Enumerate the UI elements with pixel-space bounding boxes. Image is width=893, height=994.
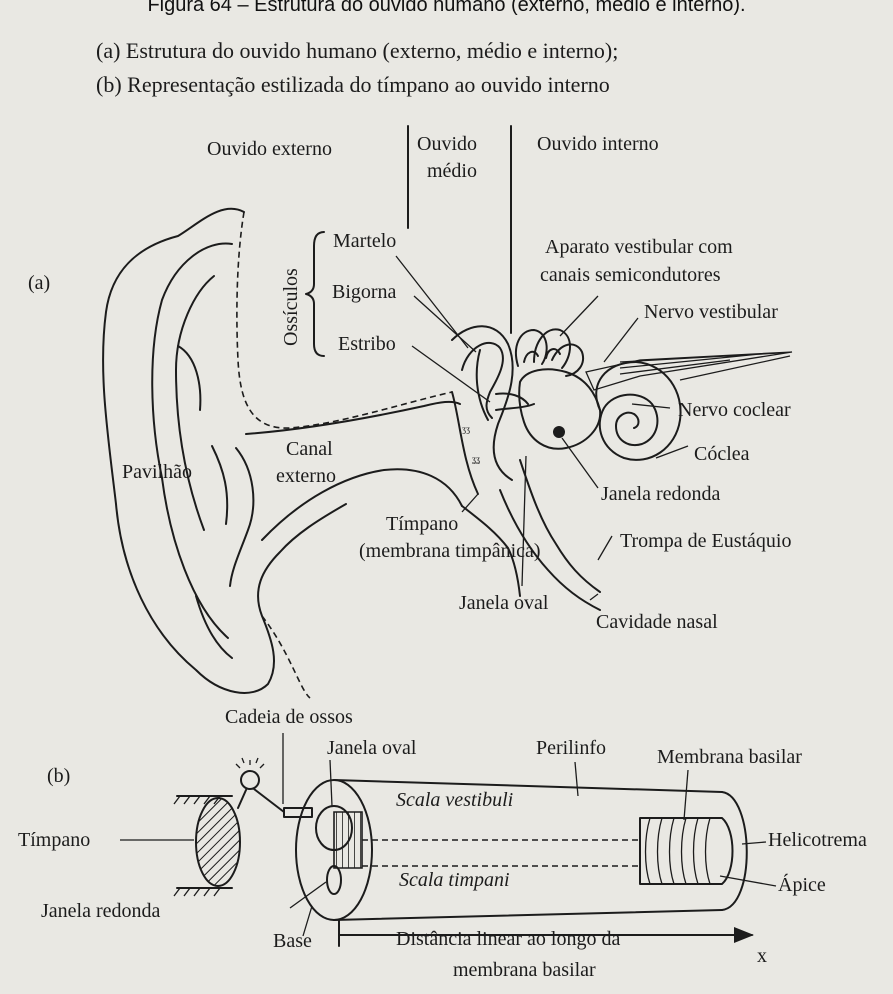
pinna-antihelix — [176, 276, 214, 530]
label-timpano-line2: (membrana timpânica) — [359, 540, 541, 562]
label-nervo-coclear: Nervo coclear — [678, 399, 791, 421]
label-pavilhao: Pavilhão — [122, 461, 192, 483]
label-nervo-vestibular: Nervo vestibular — [644, 301, 778, 323]
section-inner-ear: Ouvido interno — [537, 133, 659, 155]
ossicles-bracket — [306, 232, 324, 356]
eardrum-membrane — [452, 392, 478, 494]
label-janela-oval-a: Janela oval — [459, 592, 549, 614]
label-janela-redonda-a: Janela redonda — [601, 483, 721, 505]
label-martelo: Martelo — [333, 230, 396, 252]
label-vestibular-line1: Aparato vestibular com — [545, 236, 733, 258]
label-base: Base — [273, 930, 312, 952]
caption-line-a: (a) Estrutura do ouvido humano (externo,… — [96, 38, 618, 63]
label-perilinfo: Perilinfo — [536, 737, 606, 759]
label-apice: Ápice — [778, 873, 826, 896]
canal-lower-dashed — [262, 616, 310, 698]
label-distancia-line1: Distância linear ao longo da — [396, 928, 620, 950]
label-bigorna: Bigorna — [332, 281, 397, 303]
middle-ear-cavity — [452, 326, 513, 480]
axis-x-label: x — [757, 945, 767, 967]
label-trompa-eustaquio: Trompa de Eustáquio — [620, 530, 791, 552]
label-cadeia-ossos: Cadeia de ossos — [225, 706, 353, 728]
cochlear-nerve — [680, 356, 790, 380]
label-canal-line1: Canal — [286, 438, 333, 460]
ossicles-group-label: Ossículos — [280, 268, 302, 346]
label-helicotrema: Helicotrema — [768, 829, 867, 851]
label-timpano-line1: Tímpano — [386, 513, 458, 535]
eardrum-texture-2: ʓʓ — [472, 454, 480, 464]
round-window-dot — [553, 426, 565, 438]
pinna-concha — [230, 448, 253, 586]
eustachian-tube-upper — [520, 460, 600, 592]
label-canal-line2: externo — [276, 465, 336, 487]
label-scala-vestibuli: Scala vestibuli — [396, 789, 513, 811]
label-scala-timpani: Scala timpani — [399, 869, 510, 891]
label-vestibular-line2: canais semicondutores — [540, 264, 721, 286]
label-membrana-basilar: Membrana basilar — [657, 746, 802, 768]
caption-line-b: (b) Representação estilizada do tímpano … — [96, 72, 610, 97]
label-janela-oval-b: Janela oval — [327, 737, 417, 759]
label-janela-redonda-b: Janela redonda — [41, 900, 161, 922]
panel-a-tag: (a) — [28, 272, 50, 294]
cochlear-tube — [296, 780, 747, 920]
label-distancia-line2: membrana basilar — [453, 959, 596, 981]
eardrum-texture-1: ʒʒ — [462, 424, 470, 434]
panel-b-tag: (b) — [47, 765, 70, 787]
label-cavidade-nasal: Cavidade nasal — [596, 611, 718, 633]
section-middle-ear-line2: médio — [427, 160, 477, 182]
pinna-fold-1 — [178, 346, 200, 410]
section-middle-ear-line1: Ouvido — [417, 133, 477, 155]
label-timpano-b: Tímpano — [18, 829, 90, 851]
ossicle-stapes — [496, 393, 534, 410]
ossicle-chain — [236, 758, 312, 817]
pinna-tragus — [212, 446, 227, 524]
label-estribo: Estribo — [338, 333, 396, 355]
section-outer-ear: Ouvido externo — [207, 138, 332, 160]
label-coclea: Cóclea — [694, 443, 750, 465]
eardrum-b — [174, 796, 240, 896]
